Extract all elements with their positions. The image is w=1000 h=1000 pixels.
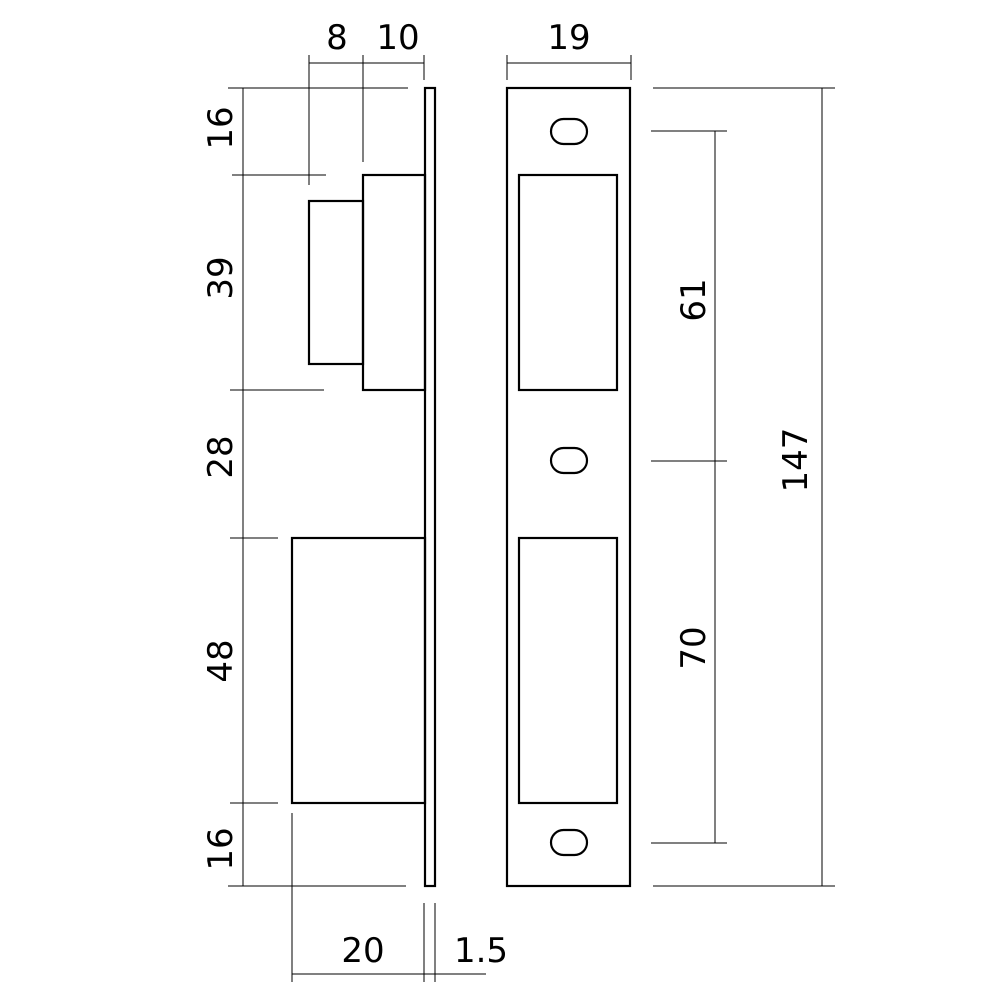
dimension-label-61: 61 bbox=[674, 278, 714, 321]
lower-window bbox=[517, 536, 619, 805]
dimension-label-1-5: 1.5 bbox=[454, 931, 508, 971]
dimension-label-48: 48 bbox=[201, 639, 241, 682]
top-screw-slot bbox=[549, 117, 589, 146]
plate-width-dimension bbox=[506, 55, 632, 80]
dimension-label-16-top: 16 bbox=[201, 106, 241, 149]
upper-rear-block bbox=[361, 173, 427, 392]
front-view bbox=[505, 86, 632, 888]
bottom-depth-dimension bbox=[291, 813, 486, 982]
side-view bbox=[290, 86, 437, 888]
top-depth-dimension bbox=[308, 55, 425, 185]
dimension-label-19: 19 bbox=[547, 18, 590, 58]
bottom-screw-slot bbox=[549, 828, 589, 857]
lower-block bbox=[290, 536, 427, 805]
total-height-dimension bbox=[653, 87, 835, 887]
left-height-dimension-chain bbox=[228, 87, 408, 887]
upper-window bbox=[517, 173, 619, 392]
hole-spacing-dimension bbox=[651, 130, 727, 844]
front-plate bbox=[505, 86, 632, 888]
middle-screw-slot bbox=[549, 446, 589, 475]
dimension-label-8: 8 bbox=[326, 18, 348, 58]
dimension-label-16-bottom: 16 bbox=[201, 827, 241, 870]
dimension-label-10: 10 bbox=[376, 18, 419, 58]
dimension-label-20: 20 bbox=[341, 931, 384, 971]
dimension-label-70: 70 bbox=[674, 626, 714, 669]
dimension-label-28: 28 bbox=[201, 435, 241, 478]
dimension-label-39: 39 bbox=[201, 256, 241, 299]
upper-front-block bbox=[307, 199, 365, 366]
dimension-label-147: 147 bbox=[776, 428, 816, 493]
side-plate bbox=[423, 86, 437, 888]
